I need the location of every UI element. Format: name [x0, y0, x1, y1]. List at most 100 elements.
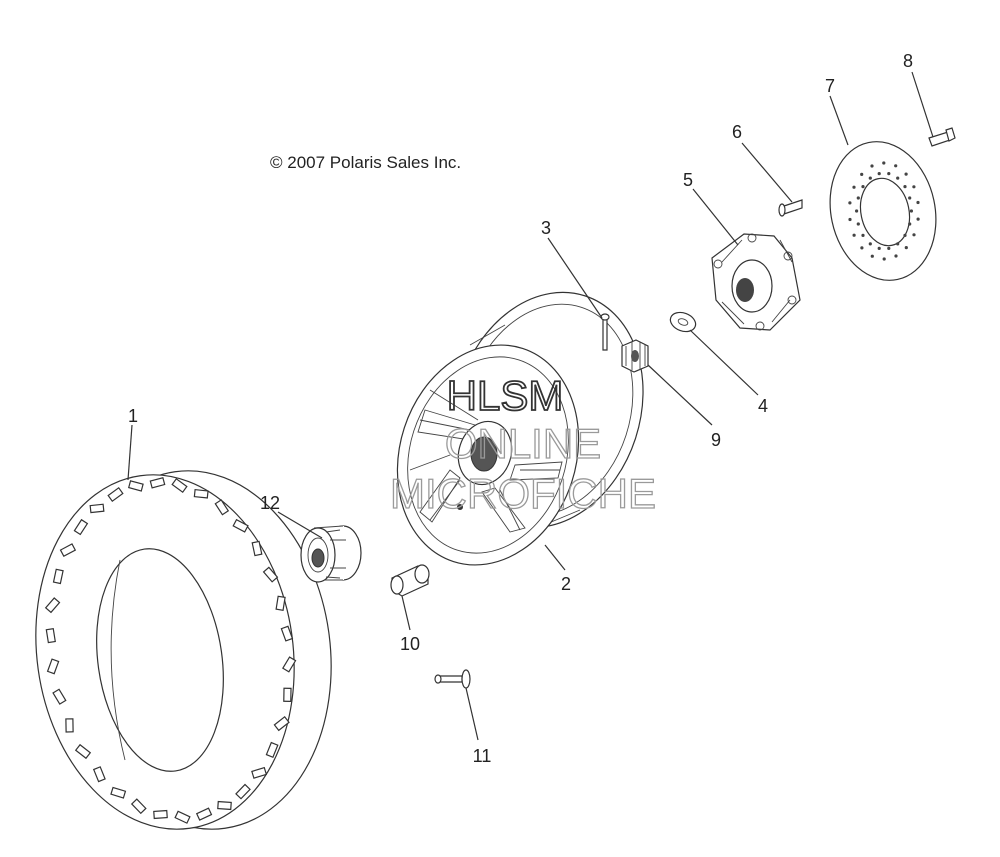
disc-hole	[916, 200, 920, 205]
tread-lug	[149, 477, 166, 489]
disc-hole	[877, 246, 881, 250]
hub-part	[711, 233, 801, 331]
castle-nut-part	[621, 339, 649, 373]
disc-hole	[870, 164, 874, 168]
disc-hole	[882, 161, 886, 165]
washer-part	[669, 311, 697, 333]
disc-hole	[856, 196, 860, 200]
lug-nut-part	[390, 564, 430, 597]
disc-hole	[909, 209, 914, 213]
tread-lug	[275, 595, 286, 611]
tread-lug	[195, 807, 213, 821]
disc-hole	[855, 209, 859, 213]
tread-lug	[65, 718, 74, 733]
disc-hole	[903, 185, 907, 189]
watermark-line-2: ONLINE	[445, 420, 601, 467]
callout-wheel: 2	[561, 574, 571, 594]
callout-hub-cap: 12	[260, 493, 280, 513]
tread-lug	[130, 798, 147, 815]
copyright-notice: © 2007 Polaris Sales Inc.	[270, 153, 461, 172]
cotter-pin-part	[600, 313, 610, 351]
tread-lug	[217, 800, 232, 811]
callout-washer: 4	[758, 396, 768, 416]
tread-lug	[45, 627, 56, 644]
tread-lug	[110, 786, 127, 799]
tread-lug	[74, 743, 92, 760]
callout-numbers: 1 2 3 4 5 6 7 8 9 10 11 12	[128, 51, 913, 766]
disc-hole	[848, 217, 852, 222]
callout-tire: 1	[128, 406, 138, 426]
callout-valve-stem: 11	[473, 746, 492, 766]
callout-lug-nut: 10	[400, 634, 420, 654]
tread-lug	[174, 810, 191, 824]
tread-lug	[232, 518, 249, 533]
disc-hole	[861, 185, 865, 189]
disc-hole	[904, 172, 908, 176]
disc-bolt-part	[928, 127, 956, 147]
disc-hole	[852, 233, 856, 237]
wheel-part	[396, 291, 644, 566]
valve-stem-part	[434, 669, 471, 689]
tread-lug	[52, 688, 67, 705]
tread-lug	[89, 503, 105, 514]
tread-lug	[282, 656, 297, 673]
wheel-stud-part	[778, 199, 803, 217]
disc-hole	[908, 196, 912, 200]
tread-lug	[235, 783, 251, 800]
tread-lug	[251, 540, 263, 557]
tread-lug	[52, 568, 64, 585]
disc-hole	[852, 185, 856, 189]
tread-lug	[107, 487, 124, 502]
disc-hole	[896, 242, 900, 246]
disc-hole	[904, 246, 908, 250]
disc-hole	[894, 254, 898, 258]
tread-lug	[280, 625, 294, 642]
disc-hole	[882, 257, 886, 261]
tread-lug	[283, 687, 292, 702]
tread-lug	[46, 658, 60, 675]
tread-lug	[265, 741, 279, 759]
disc-hole	[903, 233, 907, 237]
callout-castle-nut: 9	[711, 430, 721, 450]
disc-hole	[860, 172, 864, 176]
hub-cap-part	[300, 525, 362, 583]
tread-lug	[262, 566, 279, 583]
disc-hole	[870, 254, 874, 258]
disc-hole	[912, 185, 916, 189]
tread-lug	[127, 480, 144, 492]
disc-hole	[860, 246, 864, 250]
disc-hole	[887, 172, 891, 176]
disc-hole	[896, 176, 900, 180]
disc-hole	[861, 233, 865, 237]
disc-hole	[848, 201, 852, 205]
brake-disc-part	[829, 141, 937, 281]
watermark: HLSM ONLINE MICROFICHE	[389, 371, 656, 518]
tread-lug	[251, 766, 268, 779]
callout-brake-disc: 7	[825, 76, 835, 96]
callout-hub: 5	[683, 170, 693, 190]
callout-cotter-pin: 3	[541, 218, 551, 238]
disc-hole	[894, 164, 898, 168]
disc-hole	[912, 233, 916, 237]
tread-lug	[73, 518, 89, 536]
disc-hole	[856, 222, 860, 226]
tread-lug	[171, 478, 188, 493]
tread-lug	[273, 715, 290, 732]
callout-disc-bolt: 8	[903, 51, 913, 71]
watermark-line-1: HLSM	[447, 372, 564, 419]
tread-lug	[59, 543, 77, 558]
disc-hole	[877, 172, 881, 176]
tread-lug	[44, 597, 61, 614]
tread-lug	[92, 766, 106, 783]
tread-lug	[214, 499, 230, 516]
disc-hole	[887, 246, 891, 250]
leader-lines	[127, 71, 934, 741]
callout-wheel-stud: 6	[732, 122, 742, 142]
tire-part	[35, 470, 332, 830]
tread-lug	[193, 488, 209, 499]
watermark-line-3: MICROFICHE	[390, 470, 656, 517]
disc-hole	[908, 222, 912, 226]
disc-hole	[868, 176, 872, 180]
